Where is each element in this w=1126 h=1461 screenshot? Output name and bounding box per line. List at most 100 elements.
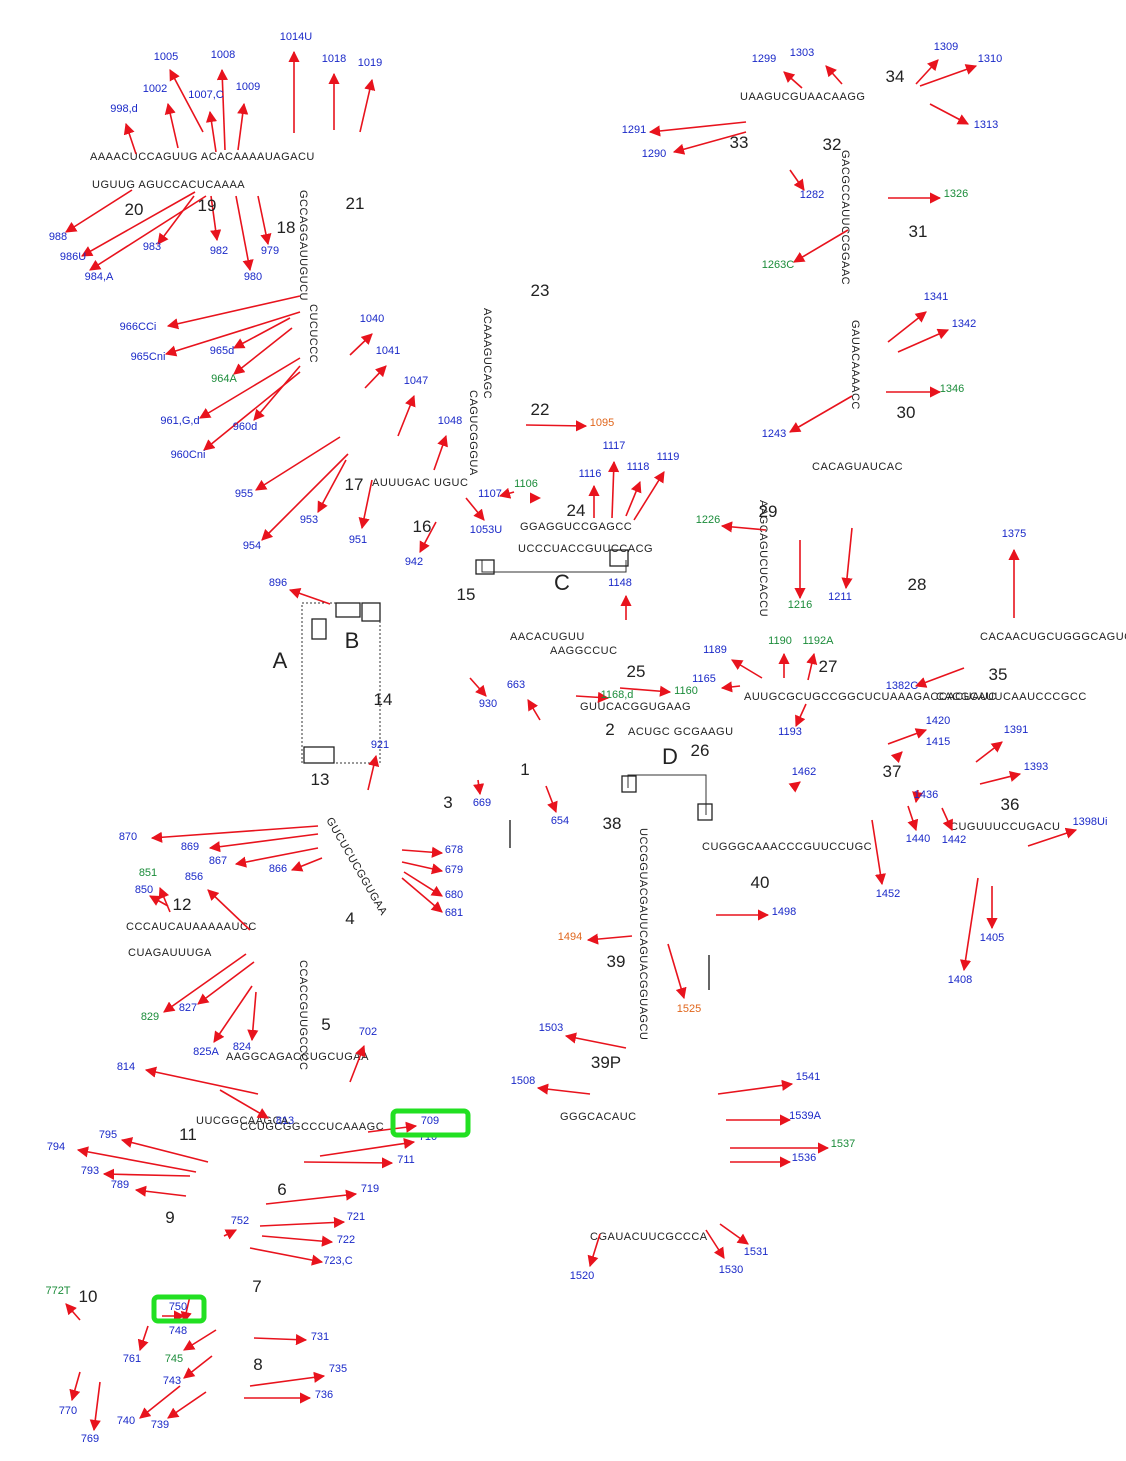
cleavage-arrow — [907, 805, 919, 832]
helix-label: 16 — [413, 517, 432, 536]
site-label: 1106 — [514, 478, 538, 490]
helix-label: 27 — [819, 657, 838, 676]
cleavage-arrow — [788, 781, 801, 793]
site-label: 983 — [143, 241, 161, 253]
site-label: 1382C — [886, 680, 918, 692]
site-label: 1375 — [1002, 528, 1026, 540]
site-label: 965d — [210, 345, 234, 357]
site-label: 745 — [165, 1353, 183, 1365]
site-label: 1041 — [376, 345, 400, 357]
cleavage-arrow — [102, 1168, 191, 1180]
site-label: 1117 — [603, 440, 626, 452]
cleavage-arrow — [364, 365, 387, 389]
cleavage-arrow — [290, 857, 323, 872]
cleavage-arrow — [150, 825, 319, 843]
region-a-box — [301, 602, 381, 764]
cleavage-arrow — [207, 889, 251, 931]
cleavage-arrow — [89, 1381, 101, 1432]
site-label: 1211 — [828, 591, 852, 603]
site-label: 1503 — [539, 1022, 563, 1034]
cleavage-arrow — [419, 521, 437, 553]
helix-label: 14 — [374, 690, 393, 709]
site-label: 1243 — [762, 428, 786, 440]
region-d-bracket — [627, 774, 707, 815]
cleavage-arrow — [975, 741, 1003, 763]
cleavage-arrow — [134, 1185, 187, 1197]
cleavage-arrow — [69, 1371, 81, 1402]
region-label: A — [273, 648, 288, 673]
cleavage-arrow — [825, 65, 843, 85]
sequence-fragment: CACAGUAUCAC — [812, 461, 903, 473]
cleavage-arrow — [303, 1157, 394, 1169]
sequence-fragment: AAGGCAGACCUGCUGAA — [226, 1051, 369, 1063]
site-label: 980 — [244, 271, 262, 283]
helix-label: 39P — [591, 1053, 621, 1072]
site-label: 1525 — [677, 1003, 701, 1015]
site-label: 850 — [135, 884, 153, 896]
cleavage-arrow — [158, 886, 171, 913]
site-label: 1190 — [768, 635, 792, 647]
helix-label: 38 — [603, 814, 622, 833]
site-label: 1299 — [752, 53, 776, 65]
cleavage-arrow — [401, 877, 443, 913]
helix-label: 2 — [605, 720, 614, 739]
helix-label: 20 — [125, 200, 144, 219]
site-label: 1420 — [926, 715, 950, 727]
sequence-fragment: UCCGGUACGAUUCAGUACGGUAGCU — [637, 828, 649, 1040]
helix-label: 10 — [79, 1287, 98, 1306]
site-label: 966CCi — [120, 321, 157, 333]
site-label: 1107 — [478, 488, 502, 500]
sequence-fragment: CACAACUGCUGGGCAGUC — [980, 631, 1126, 643]
region-label: C — [554, 570, 570, 595]
site-label: 1193 — [778, 726, 802, 738]
site-label: 921 — [371, 739, 389, 751]
sequence-fragment: CUAGAUUUGA — [128, 947, 212, 959]
cleavage-arrow — [164, 311, 301, 357]
helix-label: 4 — [345, 909, 354, 928]
site-label: 1009 — [236, 81, 260, 93]
helix-label: 40 — [751, 873, 770, 892]
site-label: 789 — [111, 1179, 129, 1191]
cleavage-arrow — [203, 371, 301, 451]
region-label: D — [662, 744, 678, 769]
helix-label: 28 — [908, 575, 927, 594]
site-label: 960Cni — [171, 449, 206, 461]
cleavage-arrow — [919, 64, 978, 87]
site-label: 702 — [359, 1026, 377, 1038]
site-label: 1040 — [360, 313, 384, 325]
cleavage-arrow — [979, 771, 1022, 785]
cleavage-arrow — [233, 327, 293, 375]
site-label: 1498 — [772, 906, 796, 918]
helix-label: 22 — [531, 400, 550, 419]
cleavage-arrow — [887, 311, 927, 343]
sequence-fragment: GACGCCAUUCCGGAAC — [839, 150, 851, 285]
cleavage-arrow — [731, 659, 763, 679]
site-label: 979 — [261, 245, 279, 257]
site-label: 739 — [151, 1419, 169, 1431]
site-label: 824 — [233, 1041, 251, 1053]
cleavage-arrow — [667, 943, 687, 1000]
cleavage-arrow — [359, 78, 376, 133]
site-label: 1048 — [438, 415, 462, 427]
sequence-fragment: CGAUACUUCGCCCA — [590, 1231, 708, 1243]
site-label: 1537 — [831, 1138, 855, 1150]
cleavage-arrow — [265, 1189, 358, 1205]
site-label: 1019 — [358, 57, 382, 69]
site-label: 1095 — [590, 417, 614, 429]
site-label: 1168,d — [601, 689, 634, 701]
site-label: 1508 — [511, 1075, 535, 1087]
cleavage-arrow — [233, 317, 291, 349]
cleavage-arrow — [358, 479, 373, 530]
helix-label: 25 — [627, 662, 646, 681]
site-label: 1282 — [800, 189, 824, 201]
cleavage-arrow — [789, 169, 805, 191]
site-label: 761 — [123, 1353, 141, 1365]
site-label: 953 — [300, 514, 318, 526]
site-label: 1053U — [470, 524, 502, 536]
sequence-fragment: ACUGC GCGAAGU — [628, 726, 734, 738]
cleavage-arrow — [887, 728, 928, 745]
site-label: 1405 — [980, 932, 1004, 944]
site-label: 736 — [315, 1389, 333, 1401]
sequence-fragment: CAGUCGGGUA — [467, 390, 479, 476]
